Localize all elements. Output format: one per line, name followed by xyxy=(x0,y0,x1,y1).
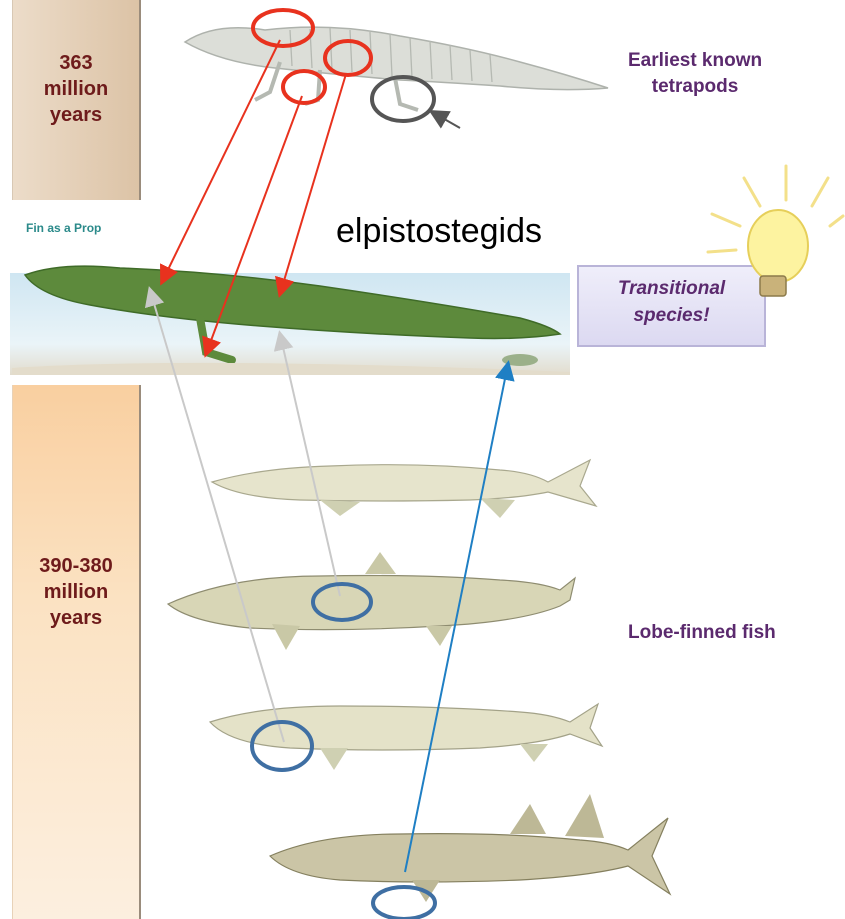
gray-arrows xyxy=(150,290,340,742)
fish-3 xyxy=(210,704,602,770)
elpistostegid-drawing xyxy=(12,266,570,375)
lightbulb-icon xyxy=(708,166,843,296)
red-arrow-1 xyxy=(162,40,280,282)
pointer-arrow xyxy=(432,112,460,128)
gray-circle xyxy=(372,77,434,121)
fish-4 xyxy=(270,794,670,902)
red-arrow-3 xyxy=(280,74,346,294)
tetrapod-skeleton xyxy=(185,27,608,110)
fish-1 xyxy=(212,460,596,518)
blue-circle-3 xyxy=(373,887,435,919)
